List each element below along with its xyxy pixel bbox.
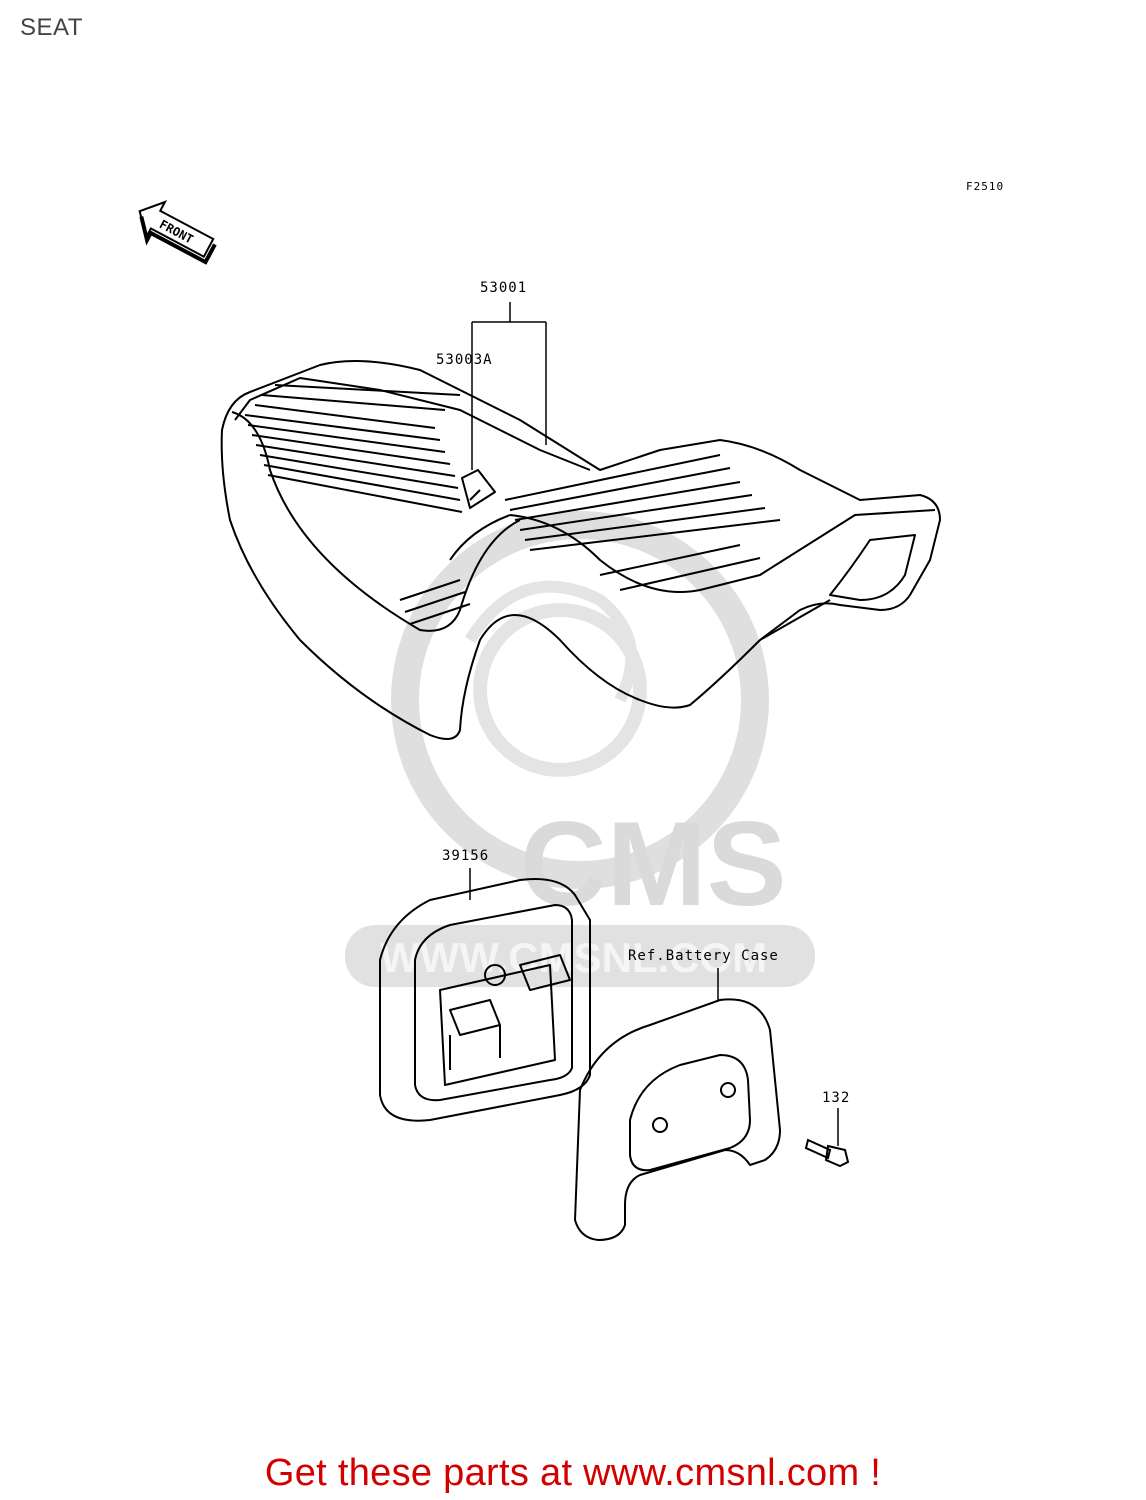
part-label-battery-case[interactable]: Ref.Battery Case	[628, 948, 779, 964]
battery-tray-drawing	[379, 878, 591, 1122]
cms-watermark: CMS WWW.CMSNL.COM	[345, 511, 815, 987]
figure-code: F2510	[966, 180, 1004, 193]
watermark-brand: CMS	[520, 797, 787, 931]
seat-drawing	[220, 360, 941, 740]
bolt-icon	[804, 1138, 850, 1168]
part-label-53001[interactable]: 53001	[480, 280, 527, 296]
front-arrow-icon: FRONT	[138, 200, 217, 265]
part-label-53003a[interactable]: 53003A	[436, 352, 493, 368]
get-parts-link[interactable]: Get these parts at www.cmsnl.com !	[264, 1452, 882, 1494]
part-label-132[interactable]: 132	[822, 1090, 850, 1106]
seat-leader-lines	[471, 302, 547, 470]
part-label-39156[interactable]: 39156	[442, 848, 489, 864]
watermark-url: WWW.CMSNL.COM	[380, 934, 767, 981]
page-title: SEAT	[20, 14, 83, 41]
battery-case-drawing	[574, 998, 781, 1241]
